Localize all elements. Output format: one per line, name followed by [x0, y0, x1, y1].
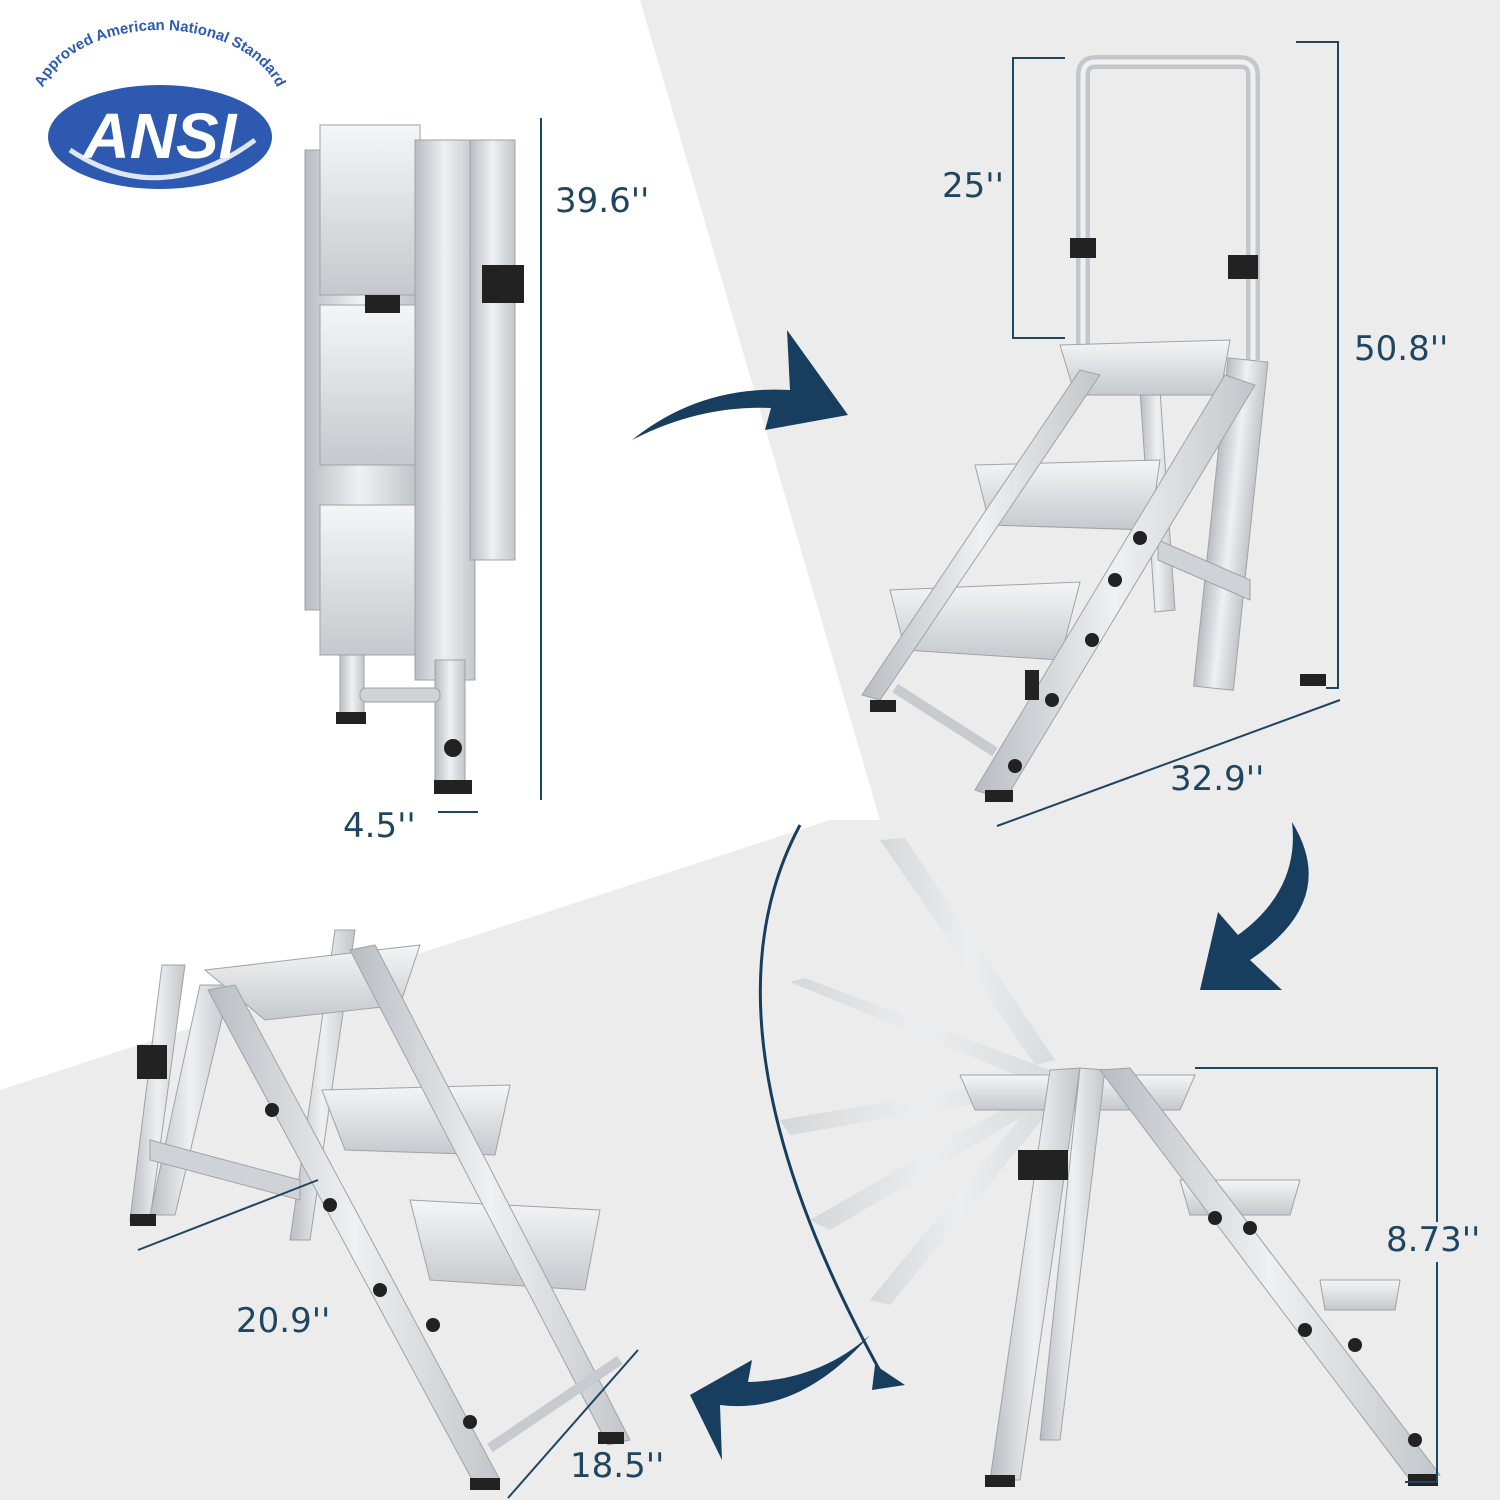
handle-highlight [1080, 59, 1256, 360]
dimension-step-height: 8.73'' [1386, 1220, 1480, 1260]
dimension-line-stool-depth [137, 1179, 319, 1251]
rear-leg [1193, 357, 1269, 691]
fold-hinge-clip [1018, 1150, 1068, 1180]
stool-foot-right [598, 1432, 624, 1444]
folded-rail-front [414, 139, 476, 681]
stool-rivet-3 [373, 1283, 387, 1297]
stool-rivet-1 [265, 1103, 279, 1117]
fold-step-bottom [1319, 1279, 1401, 1311]
curved-arrow-right-icon [632, 330, 848, 440]
dimension-open-depth: 32.9'' [1170, 759, 1264, 799]
stool-brace [149, 1139, 301, 1201]
stool-foot-front [470, 1478, 500, 1490]
rail-rivet-5 [1008, 759, 1022, 773]
motion-arc [758, 824, 887, 1381]
fold-rear-leg-2 [1039, 1067, 1106, 1441]
dimension-line-open-depth [996, 699, 1341, 827]
folded-rail-side [469, 139, 516, 561]
folded-latch [365, 295, 400, 313]
dimension-line-stool-width [507, 1349, 639, 1499]
stool-hinge-clip [137, 1045, 167, 1079]
folded-foot-cap-left [336, 712, 366, 724]
ansi-swoosh [68, 137, 257, 181]
step-stool [129, 929, 631, 1490]
folded-hinge-clip [482, 265, 524, 303]
dimension-bracket-handle [1012, 57, 1065, 339]
dimension-total-height: 50.8'' [1354, 329, 1448, 369]
rail-rivet-3 [1085, 633, 1099, 647]
folded-tread-1 [319, 124, 421, 296]
open-ladder-with-handle [861, 55, 1326, 802]
ansi-word: ANSI [82, 100, 238, 172]
curved-arrow-down-icon [1200, 822, 1309, 990]
dimension-folded-depth: 4.5'' [343, 806, 416, 846]
fold-rivet-3 [1298, 1323, 1312, 1337]
folded-tread-2 [319, 304, 421, 466]
fold-front-rail [1099, 1067, 1441, 1481]
dimension-folded-height: 39.6'' [555, 181, 649, 221]
folded-tread-3 [319, 504, 421, 656]
stool-step-middle [321, 1084, 511, 1156]
motion-arc-head [872, 1365, 905, 1390]
fold-rivet-5 [1408, 1433, 1422, 1447]
rail-rivet-1 [1133, 531, 1147, 545]
dimension-handle-height: 25'' [942, 166, 1004, 206]
dimension-bracket-step-upper [1195, 1067, 1438, 1222]
folded-ladder [304, 124, 524, 794]
folding-motion [758, 824, 1441, 1487]
fold-foot-front [1408, 1474, 1438, 1486]
fold-foot-rear [985, 1475, 1015, 1487]
ghost-panel-4 [810, 1088, 1050, 1230]
ghost-panel-2 [790, 978, 1050, 1085]
handle-clamp-left [1070, 238, 1096, 258]
rail-rivet-4 [1045, 693, 1059, 707]
folded-foot-cap [434, 780, 472, 794]
fold-rivet-1 [1208, 1211, 1222, 1225]
rear-brace [1157, 539, 1251, 601]
dimension-bracket-step-lower [1405, 1262, 1438, 1483]
rail-rivet-2 [1108, 573, 1122, 587]
ghost-panel-1 [880, 838, 1055, 1065]
stool-rivet-5 [463, 1415, 477, 1429]
dimension-bracket-total [1296, 41, 1339, 689]
ghost-panel-5 [870, 1100, 1050, 1305]
folded-leg-right [434, 659, 466, 786]
folded-rivet [444, 739, 462, 757]
open-foot-rear [1300, 674, 1326, 686]
folded-footbar [359, 687, 441, 703]
handle-clamp-right [1228, 255, 1258, 279]
stool-front-rail-right [349, 944, 631, 1446]
stool-footbar [487, 1355, 623, 1453]
open-footbar [892, 683, 998, 757]
open-foot-front [985, 790, 1013, 802]
stool-rivet-2 [323, 1198, 337, 1212]
fold-rivet-2 [1243, 1221, 1257, 1235]
open-foot-left [870, 700, 896, 712]
open-step-clip [1025, 670, 1039, 700]
fold-rivet-4 [1348, 1338, 1362, 1352]
curved-arrow-left-icon [690, 1335, 870, 1460]
stool-foot-rear [130, 1214, 156, 1226]
stool-rivet-4 [426, 1318, 440, 1332]
folded-leg-left [339, 654, 365, 716]
dimension-stool-depth: 20.9'' [236, 1301, 330, 1341]
dimension-stool-width: 18.5'' [570, 1446, 664, 1486]
